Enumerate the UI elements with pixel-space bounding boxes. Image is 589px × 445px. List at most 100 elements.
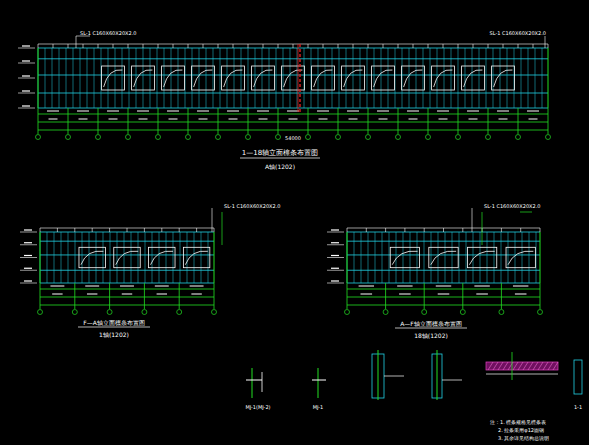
stroke [522,232,523,283]
stroke [38,130,548,131]
stroke [347,228,540,229]
drawing-label: A—F轴立面檩条布置图 [400,321,462,328]
stroke [398,108,399,134]
window-sash [116,251,138,265]
stroke [347,232,348,283]
axis-bubble [177,310,182,315]
stroke [548,362,553,370]
stroke [110,232,111,283]
stroke [199,119,208,120]
stroke [458,48,459,108]
stroke [87,294,97,295]
stroke [331,255,339,256]
axis-bubble [499,310,504,315]
stroke [290,48,291,108]
axis-bubble [246,135,251,140]
axis-bubble [126,135,131,140]
stroke [540,283,541,309]
stroke [379,119,388,120]
stroke [50,286,64,287]
window-sash [344,70,363,87]
stroke [169,119,178,120]
window [342,66,365,90]
elevation [327,228,543,315]
drawing-label: SL-1 C160X60X20X2.0 [80,31,136,37]
drawing-label: SL-1 C160X60X20X2.0 [484,204,540,210]
stroke [22,60,30,61]
stroke [262,48,263,108]
stroke [159,232,160,283]
axis-bubble [66,135,71,140]
window-sash [254,70,273,87]
window-sash [185,251,207,265]
stroke [515,232,516,283]
stroke [458,108,459,134]
window [432,66,455,90]
stroke [385,228,386,232]
window [102,66,125,90]
stroke [338,108,339,134]
stroke [548,44,549,48]
stroke [346,48,347,108]
drawing-label: SL-1 C160X60X20X2.0 [224,204,280,210]
stroke [361,232,362,283]
stroke [377,111,389,112]
stroke [82,232,83,283]
axis-bubble [36,135,41,140]
window [79,247,105,267]
axis-bubble [366,135,371,140]
stroke [409,48,410,108]
window [506,247,535,267]
stroke [527,111,539,112]
stroke [218,44,219,48]
stroke [233,44,234,48]
stroke [501,283,502,309]
stroke [40,297,214,298]
stroke [38,58,548,59]
stroke [49,119,58,120]
window [467,247,496,267]
stroke [436,286,451,287]
stroke [20,244,37,245]
stroke [442,380,462,381]
stroke [190,286,204,287]
stroke [38,114,548,115]
stroke [538,362,543,370]
stroke [298,44,299,112]
window [282,66,305,90]
stroke [353,48,354,108]
stroke [166,232,167,283]
stroke [144,283,145,309]
stroke [180,232,181,283]
stroke [52,48,53,108]
stroke [212,208,213,232]
axis-bubble [212,310,217,315]
elevation [20,228,217,315]
stroke [40,283,214,284]
drawing-label: 1—18轴立面檩条布置图 [242,150,318,158]
stroke [188,44,189,48]
stroke [529,119,538,120]
stroke [257,111,269,112]
stroke [18,108,35,109]
stroke [57,228,58,232]
stroke [360,48,361,108]
stroke [347,305,540,306]
stroke [353,44,354,48]
stroke [96,232,97,283]
stroke [138,232,139,283]
stroke [269,48,270,108]
stroke [38,44,548,45]
stroke [513,362,518,370]
stroke [521,48,522,108]
window-sash [104,70,123,87]
stroke [248,44,249,48]
window-sash [81,251,103,265]
stroke [413,44,414,48]
stroke [368,232,369,283]
drawing-label: 1-1 [574,405,582,411]
stroke [323,44,324,48]
stroke [327,270,344,271]
stroke [424,228,425,232]
stroke [20,283,37,284]
